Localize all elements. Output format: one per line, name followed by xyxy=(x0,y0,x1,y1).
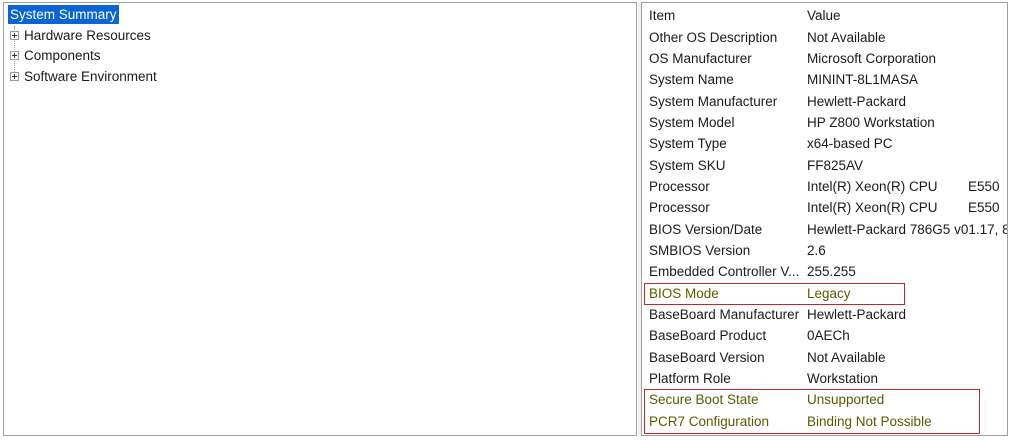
value-cell: Not Available xyxy=(807,349,886,365)
table-row[interactable]: System Model HP Z800 Workstation xyxy=(642,112,1007,133)
table-row[interactable]: SMBIOS Version 2.6 xyxy=(642,240,1007,261)
item-cell: BIOS Mode xyxy=(649,285,719,301)
value-cell: x64-based PC xyxy=(807,136,893,152)
value-cell: FF825AV xyxy=(807,157,864,173)
processor-name: Intel(R) Xeon(R) CPU xyxy=(807,178,938,194)
table-row[interactable]: System SKU FF825AV xyxy=(642,154,1007,175)
category-tree[interactable]: System Summary Hardware Resources Compon… xyxy=(3,2,637,436)
item-cell: BaseBoard Product xyxy=(649,328,767,344)
table-row[interactable]: Platform Role Workstation xyxy=(642,368,1007,389)
value-cell: Not Available xyxy=(807,29,886,45)
table-row[interactable]: Embedded Controller V... 255.255 xyxy=(642,261,1007,282)
value-cell: Hewlett-Packard xyxy=(807,306,907,322)
item-cell: System SKU xyxy=(649,157,726,173)
processor-name: Intel(R) Xeon(R) CPU xyxy=(807,200,938,216)
item-cell: Processor xyxy=(649,178,710,194)
pane-splitter[interactable] xyxy=(638,2,641,436)
tree-item-label: System Summary xyxy=(8,5,119,24)
item-cell: Platform Role xyxy=(649,371,731,387)
item-cell: Embedded Controller V... xyxy=(649,264,800,280)
value-cell: Hewlett-Packard xyxy=(807,93,907,109)
tree-item-label: Hardware Resources xyxy=(24,28,151,43)
value-cell: 255.255 xyxy=(807,264,856,280)
value-cell: Hewlett-Packard 786G5 v01.17, 8/ xyxy=(807,221,1008,237)
value-cell: Legacy xyxy=(807,285,851,301)
table-row[interactable]: Processor Intel(R) Xeon(R) CPU E550 xyxy=(642,197,1007,218)
value-cell: 0AECh xyxy=(807,328,850,344)
table-row-pcr7-configuration[interactable]: PCR7 Configuration Binding Not Possible xyxy=(642,411,1007,432)
item-cell: SMBIOS Version xyxy=(649,242,751,258)
column-header-value[interactable]: Value xyxy=(807,8,841,24)
expand-icon[interactable] xyxy=(10,72,19,81)
value-cell: Workstation xyxy=(807,371,879,387)
tree-item-label: Software Environment xyxy=(24,69,157,84)
item-cell: Secure Boot State xyxy=(649,392,759,408)
details-table: Item Value Other OS Description Not Avai… xyxy=(642,5,1008,432)
table-header-row: Item Value xyxy=(642,5,1007,26)
item-cell: OS Manufacturer xyxy=(649,50,752,66)
table-row[interactable]: Other OS Description Not Available xyxy=(642,26,1007,47)
table-row-bios-mode[interactable]: BIOS Mode Legacy xyxy=(642,282,1007,303)
table-row[interactable]: System Manufacturer Hewlett-Packard xyxy=(642,90,1007,111)
tree-item-label: Components xyxy=(24,48,101,63)
processor-model: E550 xyxy=(968,200,1000,216)
table-row[interactable]: BaseBoard Manufacturer Hewlett-Packard xyxy=(642,304,1007,325)
item-cell: Other OS Description xyxy=(649,29,778,45)
value-cell: Binding Not Possible xyxy=(807,413,932,429)
table-row[interactable]: BaseBoard Version Not Available xyxy=(642,347,1007,368)
item-cell: Processor xyxy=(649,200,710,216)
value-cell: Intel(R) Xeon(R) CPU E550 xyxy=(800,197,1007,218)
table-row[interactable]: OS Manufacturer Microsoft Corporation xyxy=(642,48,1007,69)
details-list[interactable]: Item Value Other OS Description Not Avai… xyxy=(641,2,1008,436)
column-header-item[interactable]: Item xyxy=(649,8,676,24)
item-cell: PCR7 Configuration xyxy=(649,413,770,429)
expand-icon[interactable] xyxy=(10,51,19,60)
value-cell: 2.6 xyxy=(807,242,826,258)
tree-item-components[interactable]: Components xyxy=(4,46,304,65)
item-cell: System Type xyxy=(649,136,727,152)
item-cell: System Name xyxy=(649,72,734,88)
value-cell: HP Z800 Workstation xyxy=(807,114,935,130)
table-row[interactable]: System Type x64-based PC xyxy=(642,133,1007,154)
tree-item-software-environment[interactable]: Software Environment xyxy=(4,67,304,86)
tree-item-hardware-resources[interactable]: Hardware Resources xyxy=(4,26,304,45)
table-row[interactable]: BIOS Version/Date Hewlett-Packard 786G5 … xyxy=(642,218,1008,239)
item-cell: BaseBoard Version xyxy=(649,349,765,365)
item-cell: BIOS Version/Date xyxy=(649,221,763,237)
value-cell: MININT-8L1MASA xyxy=(807,72,919,88)
value-cell: Unsupported xyxy=(807,392,885,408)
value-cell: Intel(R) Xeon(R) CPU E550 xyxy=(800,176,1007,197)
item-cell: System Model xyxy=(649,114,735,130)
table-row[interactable]: BaseBoard Product 0AECh xyxy=(642,325,1007,346)
tree-item-system-summary[interactable]: System Summary xyxy=(8,5,119,24)
expand-icon[interactable] xyxy=(10,31,19,40)
table-row[interactable]: Processor Intel(R) Xeon(R) CPU E550 xyxy=(642,176,1007,197)
table-row-secure-boot-state[interactable]: Secure Boot State Unsupported xyxy=(642,389,1007,410)
processor-model: E550 xyxy=(968,178,1000,194)
table-row[interactable]: System Name MININT-8L1MASA xyxy=(642,69,1007,90)
item-cell: System Manufacturer xyxy=(649,93,778,109)
item-cell: BaseBoard Manufacturer xyxy=(649,306,800,322)
value-cell: Microsoft Corporation xyxy=(807,50,937,66)
